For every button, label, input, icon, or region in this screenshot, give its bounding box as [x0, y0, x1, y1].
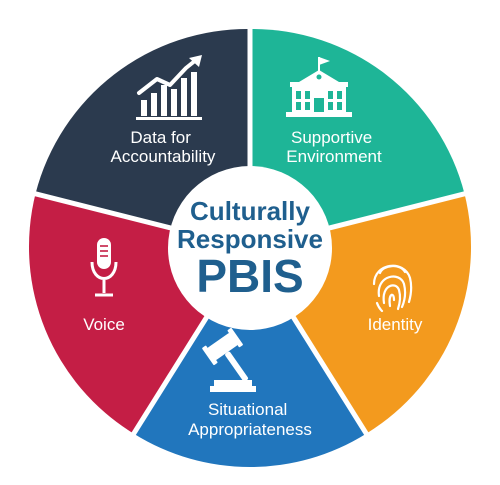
bar-chart-icon [136, 55, 202, 120]
center-hub [168, 166, 332, 330]
label-line: Data for [130, 128, 191, 147]
label-voice: Voice [83, 315, 125, 334]
label-identity: Identity [368, 315, 423, 334]
label-line: Identity [368, 315, 423, 334]
microphone-icon [90, 238, 118, 297]
label-line: Accountability [111, 147, 216, 166]
label-line: Environment [286, 147, 382, 166]
label-line: Supportive [291, 128, 372, 147]
fingerprint-icon [372, 264, 413, 313]
hub-line-pbis: PBIS [196, 250, 303, 302]
hub-line-culturally: Culturally [190, 196, 310, 226]
label-data-for-accountability: Data for Accountability [111, 128, 216, 166]
label-line: Voice [83, 315, 125, 334]
gavel-icon [202, 327, 256, 392]
hub-line-responsive: Responsive [177, 224, 323, 254]
label-situational-appropriateness: Situational Appropriateness [188, 400, 312, 439]
label-line: Situational [208, 400, 287, 419]
label-supportive-environment: Supportive Environment [286, 128, 382, 166]
label-line: Appropriateness [188, 420, 312, 439]
segment-situational-appropriateness [133, 248, 367, 468]
school-building-icon [286, 57, 352, 117]
